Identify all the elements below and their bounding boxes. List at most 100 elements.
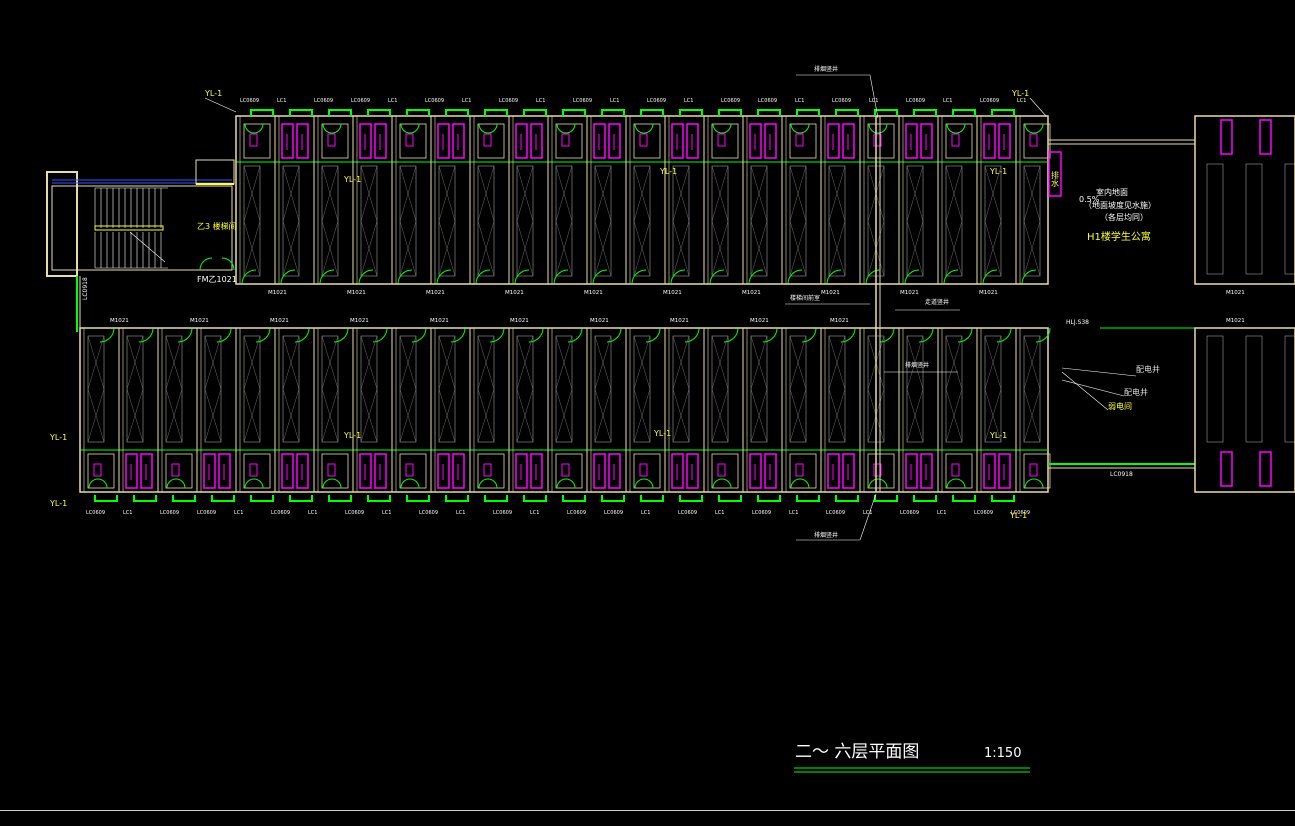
riser-label-mid: YL-1 xyxy=(344,175,362,184)
lower-block-room-door xyxy=(528,327,544,343)
door-label: M1021 xyxy=(426,290,445,296)
upper-block-facade-window xyxy=(445,109,469,116)
window-label: LC1 xyxy=(536,98,545,104)
window-label: LC0609 xyxy=(86,510,105,516)
lower-block-wardrobe xyxy=(438,335,456,443)
right-block-line3: （各层均同） xyxy=(1100,213,1148,222)
window-label: LC0609 xyxy=(499,98,518,104)
lower-block-facade-window xyxy=(172,495,196,502)
stair-label: 乙3 楼梯间 xyxy=(197,222,237,231)
upper-block-room-door xyxy=(748,269,764,285)
lower-block-room-door xyxy=(645,327,661,343)
corridor-window-right: LC0918 xyxy=(1110,471,1133,478)
upper-block-facade-window xyxy=(601,109,625,116)
lower-block-bath-door xyxy=(868,478,888,489)
lower-block-room-door xyxy=(762,327,778,343)
upper-block-toilet xyxy=(795,133,804,147)
lower-block-facade-window xyxy=(211,495,235,502)
window-label: LC1 xyxy=(388,98,397,104)
lower-block-shower xyxy=(608,453,621,489)
lower-block-toilet xyxy=(951,463,960,477)
upper-block-wardrobe-x xyxy=(906,220,924,277)
upper-block-facade-window xyxy=(757,109,781,116)
lower-block-bath-door xyxy=(244,478,264,489)
lower-block-shower xyxy=(296,453,309,489)
lower-block-wardrobe-x xyxy=(750,335,768,390)
window-label: LC1 xyxy=(123,510,132,516)
upper-block-wardrobe-x xyxy=(750,220,768,277)
lower-block-wardrobe xyxy=(906,335,924,443)
lower-block-shower xyxy=(920,453,933,489)
upper-block-shower xyxy=(296,123,309,159)
upper-block-wardrobe xyxy=(360,165,378,277)
upper-block-wardrobe xyxy=(555,165,573,277)
upper-block-shower xyxy=(374,123,387,159)
upper-block-wardrobe-x xyxy=(516,165,534,222)
lower-block-wardrobe-x xyxy=(126,335,144,390)
lower-block-facade-window xyxy=(250,495,274,502)
upper-block-wardrobe-x xyxy=(555,220,573,277)
window-label: LC1 xyxy=(456,510,465,516)
lower-block-room-door xyxy=(723,327,739,343)
lower-block-shower xyxy=(842,453,855,489)
upper-block-wardrobe-x xyxy=(282,165,300,222)
upper-block-facade-window xyxy=(406,109,430,116)
door-label: M1021 xyxy=(268,290,287,296)
upper-block-wardrobe xyxy=(321,165,339,277)
lower-block-wardrobe-x xyxy=(1023,335,1041,390)
lower-block-wardrobe-x xyxy=(477,388,495,443)
upper-block-toilet xyxy=(951,133,960,147)
lower-block-bath-room xyxy=(243,453,271,489)
stair-handrail xyxy=(94,225,164,231)
lower-block-wardrobe xyxy=(828,335,846,443)
upper-block-toilet xyxy=(639,133,648,147)
stair-enclosure xyxy=(51,185,233,271)
lower-block-shower xyxy=(530,453,543,489)
upper-block-bath-room xyxy=(555,123,583,159)
upper-block-wardrobe xyxy=(594,165,612,277)
window-label: LC0609 xyxy=(980,98,999,104)
upper-block-shower xyxy=(671,123,684,159)
lower-block-bath-door xyxy=(556,478,576,489)
window-label: LC0609 xyxy=(197,510,216,516)
upper-block-bath-room xyxy=(633,123,661,159)
window-label: LC0609 xyxy=(752,510,771,516)
upper-block-toilet xyxy=(327,133,336,147)
lower-block-facade-window xyxy=(484,495,508,502)
upper-block-wardrobe-x xyxy=(1023,165,1041,222)
window-label: LC1 xyxy=(1017,98,1026,104)
lower-block-room-door xyxy=(801,327,817,343)
door-label: M1021 xyxy=(584,290,603,296)
lower-block-room-door xyxy=(918,327,934,343)
window-label: LC1 xyxy=(795,98,804,104)
door-label: M1021 xyxy=(663,290,682,296)
upper-block-room-door xyxy=(826,269,842,285)
lower-block-wardrobe-x xyxy=(750,388,768,443)
window-label: LC0609 xyxy=(425,98,444,104)
window-label: LC0609 xyxy=(345,510,364,516)
lower-block-wardrobe-x xyxy=(789,388,807,443)
upper-block-wardrobe-x xyxy=(711,220,729,277)
lower-block-wardrobe-x xyxy=(711,335,729,390)
upper-block-room-door xyxy=(553,269,569,285)
right-wardrobe xyxy=(1245,335,1263,443)
upper-block-bath-door xyxy=(634,123,654,134)
right-block-vertical: 排水 xyxy=(1051,171,1059,188)
lower-block-wardrobe xyxy=(360,335,378,443)
lower-block-room-door xyxy=(567,327,583,343)
riser-label-top-mid: YL-1 xyxy=(660,167,678,176)
door-label: M1021 xyxy=(742,290,761,296)
upper-block-wardrobe-x xyxy=(282,220,300,277)
upper-block-wardrobe-x xyxy=(360,220,378,277)
lower-block-wardrobe-x xyxy=(633,335,651,390)
window-label: LC0609 xyxy=(832,98,851,104)
upper-block-wardrobe xyxy=(945,165,963,277)
upper-block-wardrobe-x xyxy=(399,220,417,277)
lower-block-wardrobe-x xyxy=(906,388,924,443)
lower-block-shower xyxy=(671,453,684,489)
upper-block-bath-door xyxy=(400,123,420,134)
upper-block-wardrobe-x xyxy=(789,165,807,222)
lower-block-wardrobe-x xyxy=(165,388,183,443)
window-label: LC0609 xyxy=(271,510,290,516)
